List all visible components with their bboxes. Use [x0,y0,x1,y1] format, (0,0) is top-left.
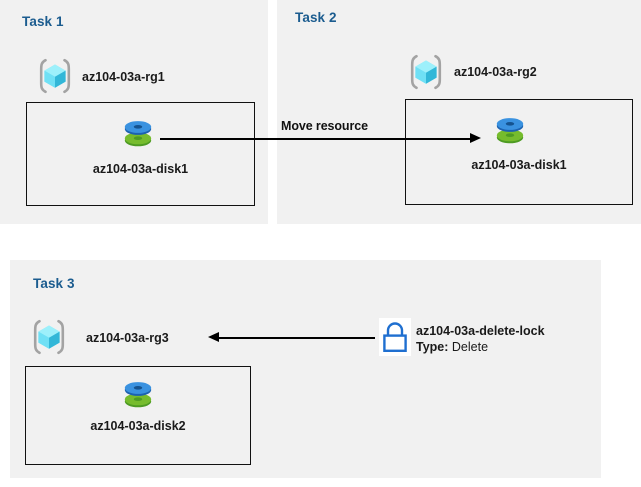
resource-group-icon [30,318,68,356]
lock-type-row: Type: Delete [416,340,488,354]
resource-label-disk1-task2: az104-03a-disk1 [471,158,567,172]
move-resource-line [160,138,472,140]
managed-disk-icon [490,110,530,150]
resource-label-disk1-task1: az104-03a-disk1 [92,162,189,176]
move-resource-label: Move resource [281,119,368,133]
resource-group-label-rg1: az104-03a-rg1 [82,70,165,84]
resource-group-box-task-2 [405,99,633,205]
lock-applies-to-line [219,337,375,339]
lock-icon [379,318,411,356]
lock-type-value: Delete [451,340,489,354]
lock-type-key: Type: [416,340,449,354]
move-resource-arrowhead [470,133,481,143]
resource-group-box-task-1 [26,102,255,206]
resource-group-icon [407,53,445,91]
lock-applies-to-arrowhead [208,332,219,342]
managed-disk-icon [118,374,158,414]
panel-title-task-3: Task 3 [33,276,75,291]
resource-label-disk2-task3: az104-03a-disk2 [90,419,186,433]
panel-title-task-1: Task 1 [22,14,64,29]
resource-group-label-rg2: az104-03a-rg2 [454,65,537,79]
panel-title-task-2: Task 2 [295,10,337,25]
lock-label: az104-03a-delete-lock [416,324,545,338]
resource-group-label-rg3: az104-03a-rg3 [86,331,169,345]
managed-disk-icon [118,113,158,153]
resource-group-icon [36,57,74,95]
